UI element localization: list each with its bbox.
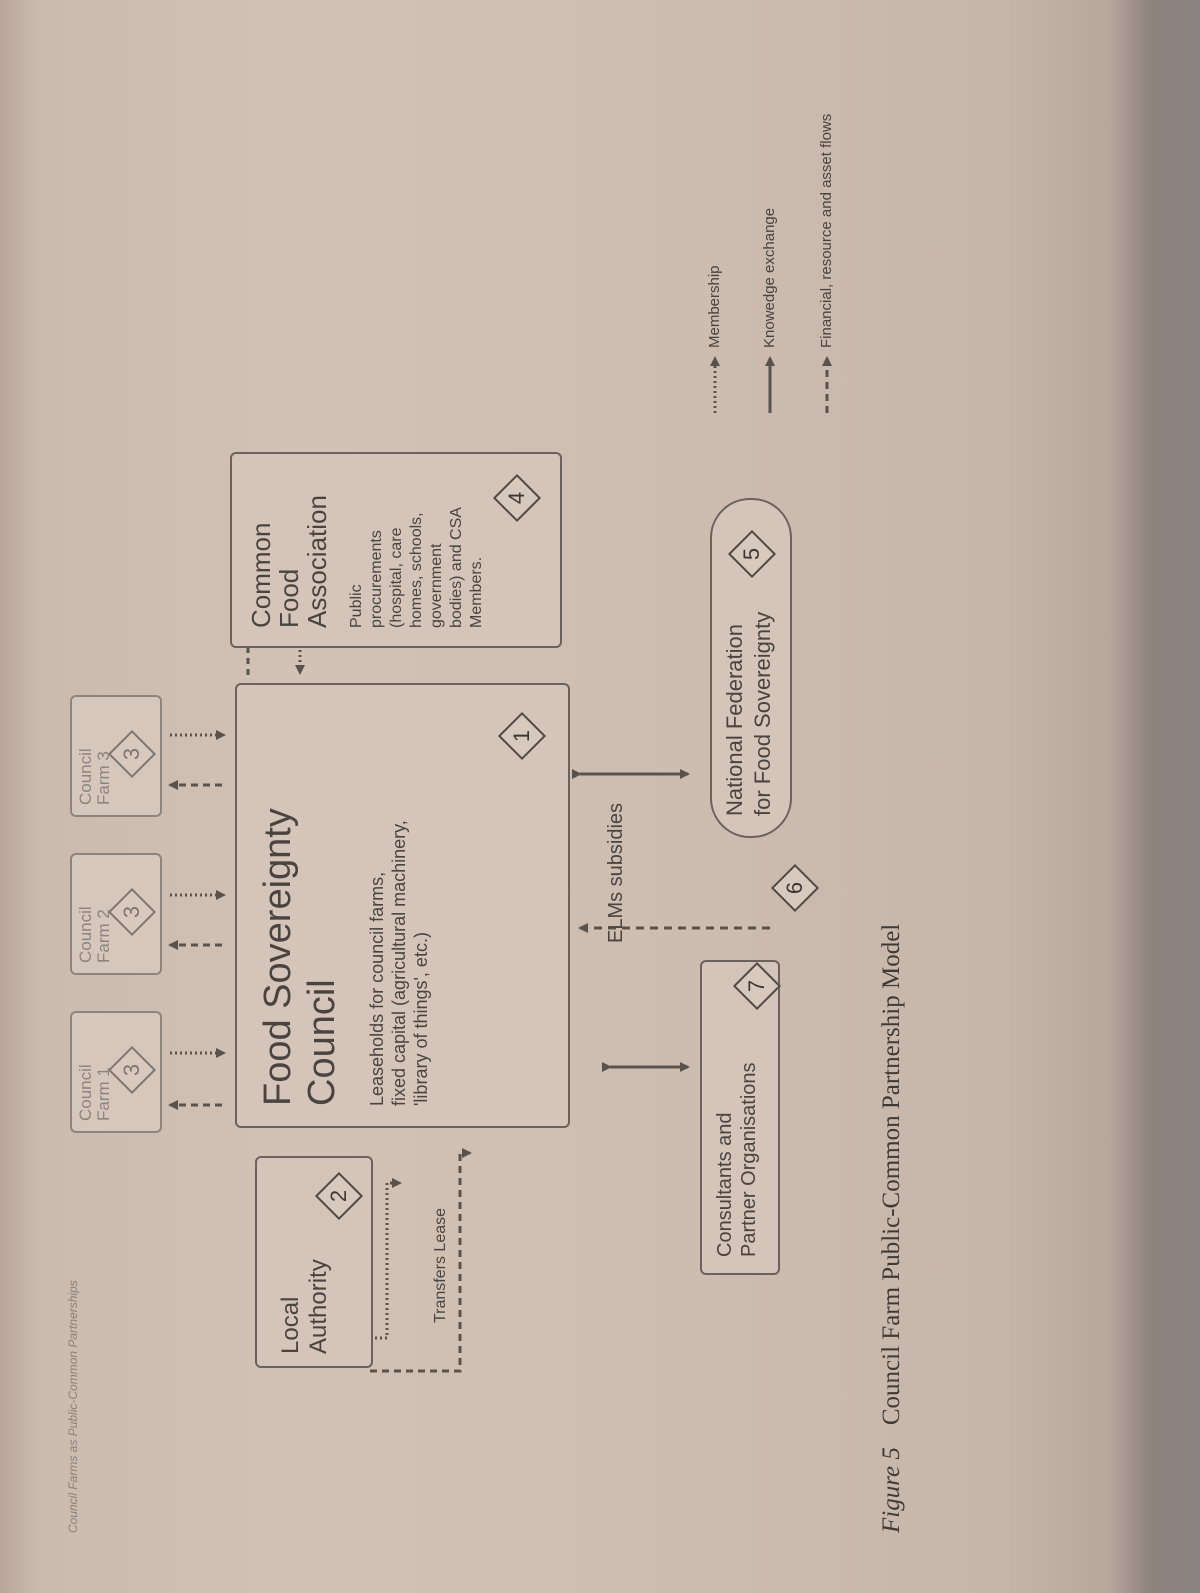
cfa-desc-line3: (hospital, care (388, 527, 405, 629)
legend-financial-label: Financial, resource and asset flows (818, 113, 835, 348)
fsc-desc-line3: 'library of things', etc.) (411, 932, 431, 1106)
cfa-desc-line1: Public (348, 584, 365, 628)
cfa-line2: Food (274, 568, 304, 628)
cfa-desc-line7: Members. (468, 556, 485, 628)
elms-subsidies-label: ELMs subsidies (605, 802, 627, 943)
figure-label: Figure 5 (878, 1447, 905, 1533)
consultants-line1: Consultants and (714, 1112, 736, 1257)
figure-caption: Figure 5 Council Farm Public-Common Partn… (878, 924, 906, 1533)
figure-title: Council Farm Public-Common Partnership M… (878, 923, 905, 1426)
farm-financial-arrows (168, 780, 222, 1110)
fsc-title-line2: Council (301, 979, 343, 1106)
council-farm-1-line2: Farm 1 (94, 1067, 113, 1121)
local-authority-line1: Local (277, 1296, 304, 1354)
fsc-desc-line1: Leaseholds for council farms, (367, 871, 387, 1106)
council-farm-2-line2: Farm 2 (94, 909, 113, 963)
la-membership-arrow (370, 1178, 402, 1340)
local-authority-line2: Authority (305, 1259, 332, 1354)
transfers-lease-label: Transfers Lease (432, 1207, 449, 1323)
consultants-node: Consultants and Partner Organisations (700, 960, 780, 1275)
cfa-desc-line4: homes, schools, (408, 512, 425, 628)
cfa-desc-line6: bodies) and CSA (448, 507, 465, 628)
la-transfers-lease-arrow (370, 1148, 472, 1373)
council-farm-3-line1: Council (76, 748, 95, 805)
consultants-line2: Partner Organisations (738, 1062, 760, 1257)
cfa-line3: Association (302, 495, 332, 628)
federation-line1: National Federation (722, 623, 747, 816)
council-farm-3-line2: Farm 3 (94, 751, 113, 805)
council-farm-1-line1: Council (76, 1064, 95, 1121)
farm1-membership-arrow (170, 730, 226, 1058)
cfa-desc-line5: government (428, 543, 445, 629)
cfa-desc-line2: procurements (368, 530, 385, 628)
legend-membership-label: Membership (706, 265, 723, 348)
federation-line2: for Food Sovereignty (750, 611, 775, 816)
fsc-title-line1: Food Sovereignty (257, 808, 299, 1106)
fsc-desc-line2: fixed capital (agricultural machinery, (389, 820, 409, 1106)
legend-knowledge-label: Knowedge exchange (761, 207, 778, 348)
cfa-line1: Common (246, 522, 276, 628)
council-farm-2-line1: Council (76, 906, 95, 963)
